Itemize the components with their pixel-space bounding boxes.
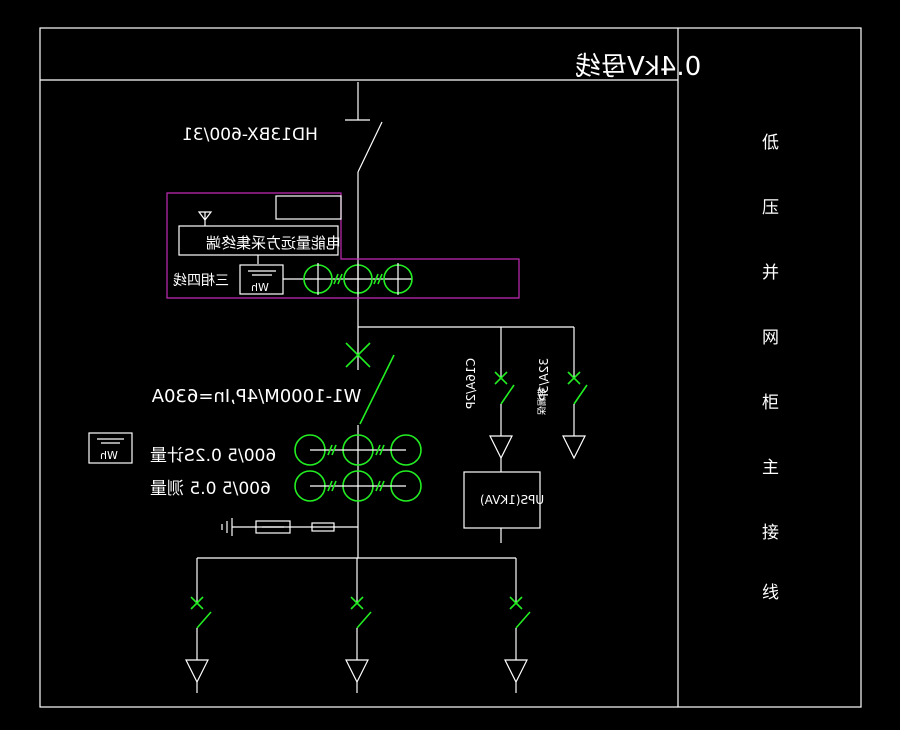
left-meter-wh: Wh	[100, 449, 118, 462]
meter-box-outline	[166, 192, 520, 299]
wiring-label: 三相四线	[173, 273, 229, 289]
branch-b-label-group: 32A/3P	[537, 358, 551, 400]
breaker-label-group: W1-1000M/4P,In=630A	[151, 386, 361, 407]
side-char-4: 柜	[762, 393, 779, 413]
ct-label-2-group: 600/5 0.5 测量	[150, 479, 271, 499]
meter-wh-group: Wh	[251, 281, 269, 294]
feeder-2-blade	[356, 611, 372, 629]
outgoing-feeder-1	[185, 558, 212, 693]
meter-box-tag	[275, 195, 342, 220]
feeder-3-blade	[515, 611, 531, 629]
ups-label-group: UPS(1KVA)	[480, 493, 544, 507]
terminal-label: 电能量远方采集终端	[206, 234, 341, 252]
branch-b-arrow	[562, 435, 586, 460]
ct-label-1-group: 600/5 0.2S计量	[150, 446, 276, 466]
branch-b-blade	[573, 384, 588, 405]
side-char-2: 并	[762, 263, 779, 283]
ct-1-ticks	[327, 444, 385, 456]
breaker-label: W1-1000M/4P,In=630A	[151, 386, 361, 407]
terminal-label-group: 电能量远方采集终端	[206, 234, 341, 252]
drawing-frame	[39, 27, 862, 708]
side-char-3: 网	[762, 328, 779, 348]
outgoing-feeder-2	[345, 558, 372, 693]
branch-a-arrow	[489, 435, 513, 460]
feeder-3-cross-b	[509, 596, 523, 610]
ups-box	[463, 471, 541, 529]
fuse	[311, 522, 335, 532]
side-char-5: 主	[762, 458, 779, 478]
meter-wh-label: Wh	[251, 281, 269, 294]
side-title: 低 压 并 网 柜 主 接 线	[762, 133, 779, 603]
left-meter	[88, 432, 133, 464]
left-meter-wh-group: Wh	[100, 449, 118, 462]
main-switch-label-group: HD13BX-600/31	[182, 125, 318, 145]
ct-row-2	[294, 470, 422, 502]
feeder-1-blade	[196, 611, 212, 629]
branch-b-label: 32A/3P	[537, 358, 551, 400]
breaker-blade	[359, 354, 395, 425]
breaker-cross-b	[345, 342, 371, 368]
side-char-0: 低	[762, 133, 779, 153]
ct-label-2: 600/5 0.5 测量	[150, 479, 271, 499]
branch-b-sub-group: 带漏保	[536, 388, 548, 415]
isolator-blade	[357, 121, 383, 173]
ups-label: UPS(1KVA)	[480, 493, 544, 507]
antenna-icon	[197, 211, 213, 221]
branch-b-cross-b	[567, 371, 581, 385]
branch-a-blade	[500, 384, 515, 405]
side-char-6: 接	[762, 523, 779, 543]
ct-label-1: 600/5 0.2S计量	[150, 446, 276, 466]
feeder-2-arrow	[345, 659, 369, 684]
ct-2-ticks	[327, 480, 385, 492]
feeder-1-cross-b	[190, 596, 204, 610]
feeder-3-arrow	[504, 659, 528, 684]
side-char-7: 线	[762, 583, 779, 603]
bus-title-group: 0.4kV母线	[575, 52, 701, 82]
main-switch-label: HD13BX-600/31	[182, 125, 318, 145]
bus-title: 0.4kV母线	[575, 52, 701, 82]
surge-arrester	[255, 520, 291, 534]
feeder-1-arrow	[185, 659, 209, 684]
branch-b-sub: 带漏保	[536, 388, 548, 415]
branch-a-label: C16A/2P	[464, 358, 478, 409]
wiring-label-group: 三相四线	[173, 273, 229, 289]
outgoing-feeder-3	[504, 558, 531, 693]
meter-ct-ticks	[333, 273, 383, 285]
ct-row-1	[294, 434, 422, 466]
branch-a-cross-b	[494, 371, 508, 385]
feeder-2-cross-b	[350, 596, 364, 610]
side-char-1: 压	[762, 198, 779, 218]
branch-a-label-group: C16A/2P	[464, 358, 478, 409]
